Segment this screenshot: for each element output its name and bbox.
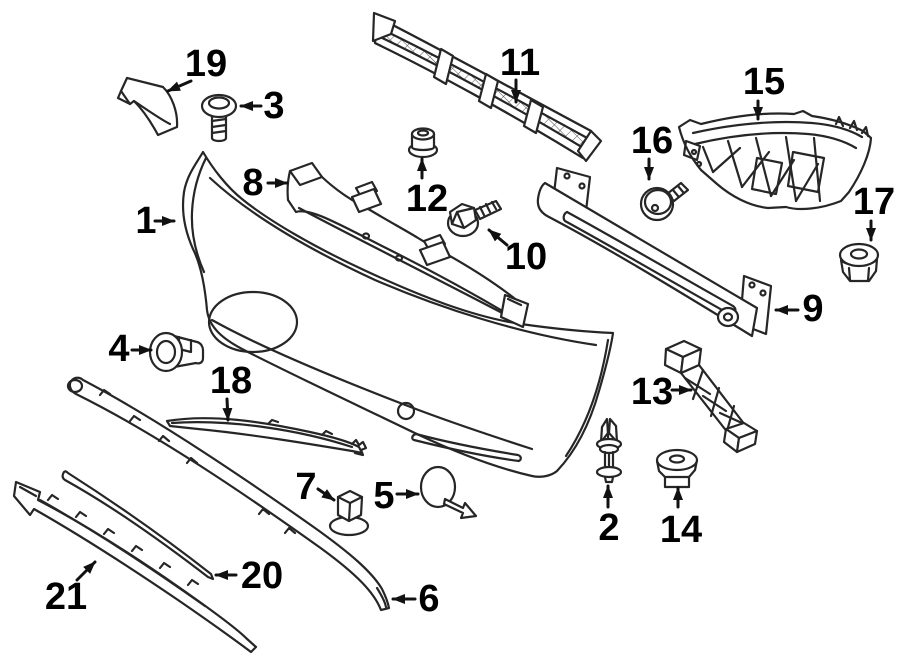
part-18-trim-molding <box>165 417 368 457</box>
callout-label-9[interactable]: 9 <box>802 288 824 330</box>
callout-label-17[interactable]: 17 <box>852 181 896 223</box>
callout-label-20[interactable]: 20 <box>240 555 284 597</box>
part-7-clip-nut <box>328 489 370 537</box>
callout-label-11[interactable]: 11 <box>499 42 541 84</box>
part-4-grommet <box>148 331 205 373</box>
callout-label-8[interactable]: 8 <box>242 162 264 204</box>
callout-label-21[interactable]: 21 <box>44 576 88 618</box>
part-14-grommet-nut <box>655 448 699 489</box>
callout-label-1[interactable]: 1 <box>135 200 157 242</box>
part-19-filler-piece <box>116 76 179 137</box>
callout-label-3[interactable]: 3 <box>263 85 285 127</box>
callout-label-4[interactable]: 4 <box>108 328 130 370</box>
part-15-side-bracket <box>677 109 873 211</box>
part-11-grille-mesh <box>371 11 603 163</box>
part-5-tow-hook-cover <box>419 465 478 520</box>
callout-label-6[interactable]: 6 <box>418 578 440 620</box>
part-6-lower-spoiler <box>66 376 391 612</box>
part-8-energy-absorber <box>286 161 530 329</box>
callout-arrow-18 <box>222 397 233 422</box>
part-20-trim-strip <box>61 470 215 581</box>
part-10-bolt <box>446 199 503 238</box>
install-direction-arrow <box>442 497 478 520</box>
callout-label-10[interactable]: 10 <box>504 236 548 278</box>
part-3-screw <box>200 93 238 143</box>
part-13-support-bracket <box>663 339 759 454</box>
callout-arrow-19 <box>166 79 193 93</box>
callout-label-15[interactable]: 15 <box>742 61 786 103</box>
callout-arrow-10 <box>487 228 509 247</box>
part-12-flange-nut <box>407 127 439 159</box>
callout-label-13[interactable]: 13 <box>630 371 674 413</box>
callout-label-5[interactable]: 5 <box>373 475 395 517</box>
part-1-bumper-cover <box>181 150 615 478</box>
callout-label-12[interactable]: 12 <box>405 178 449 220</box>
part-9-impact-bar <box>536 166 773 338</box>
callout-label-18[interactable]: 18 <box>209 360 253 402</box>
part-17-grommet <box>838 242 880 283</box>
part-21-serrated-strip <box>12 480 258 654</box>
callout-label-14[interactable]: 14 <box>659 509 703 551</box>
part-2-push-pin <box>595 417 623 484</box>
callout-label-7[interactable]: 7 <box>295 466 317 508</box>
callout-arrow-7 <box>316 487 336 502</box>
part-16-screw <box>639 181 690 222</box>
callout-arrow-21 <box>75 560 97 582</box>
callout-label-19[interactable]: 19 <box>184 43 228 85</box>
callout-label-2[interactable]: 2 <box>598 507 620 549</box>
callout-label-16[interactable]: 16 <box>630 120 674 162</box>
